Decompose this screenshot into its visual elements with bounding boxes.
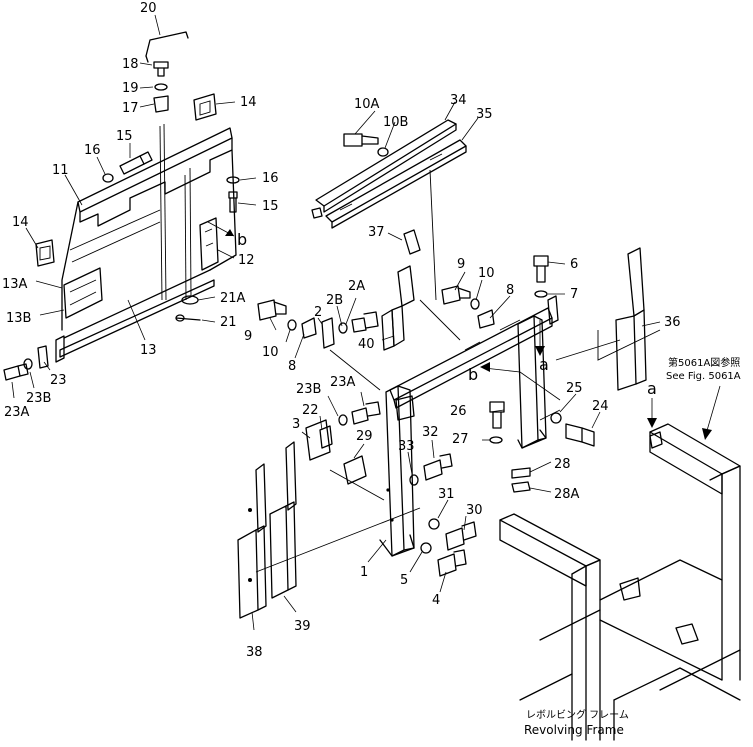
frame-leader-lines xyxy=(269,261,661,593)
label-26: 26 xyxy=(450,404,467,419)
label-27: 27 xyxy=(452,432,469,447)
label-21A: 21A xyxy=(220,291,246,306)
label-13A: 13A xyxy=(2,277,28,292)
frame-note-line2: Revolving Frame xyxy=(524,723,624,737)
label-23A-left: 23A xyxy=(4,405,30,420)
label-8-top: 8 xyxy=(506,283,514,298)
label-10-top: 10 xyxy=(478,266,495,281)
label-5: 5 xyxy=(400,573,408,588)
label-8-left: 8 xyxy=(288,359,296,374)
label-23B-left: 23B xyxy=(26,391,51,406)
label-11: 11 xyxy=(52,163,69,178)
label-19: 19 xyxy=(122,81,139,96)
label-7: 7 xyxy=(570,287,578,302)
label-15-left: 15 xyxy=(116,129,133,144)
revolving-frame xyxy=(499,329,741,741)
label-25: 25 xyxy=(566,381,583,396)
ref-note-line1: 第5061A図参照 xyxy=(668,356,740,369)
revolving-frame-note: レボルビング フレーム Revolving Frame xyxy=(524,708,629,737)
label-3: 3 xyxy=(292,417,300,432)
label-2B: 2B xyxy=(326,293,343,308)
label-b-frame: b xyxy=(468,365,478,384)
label-13B: 13B xyxy=(6,311,31,326)
label-21: 21 xyxy=(220,315,237,330)
label-a-revolving: a xyxy=(647,379,657,398)
label-40: 40 xyxy=(358,337,375,352)
label-20: 20 xyxy=(140,1,157,16)
label-16-left: 16 xyxy=(84,143,101,158)
label-4: 4 xyxy=(432,593,440,608)
label-2: 2 xyxy=(314,305,322,320)
label-23B: 23B xyxy=(296,382,321,397)
label-22: 22 xyxy=(302,403,319,418)
label-37: 37 xyxy=(368,225,385,240)
label-35: 35 xyxy=(476,107,493,122)
part-number-labels: 20 18 19 17 14 15 16 11 16 15 14 b 12 13… xyxy=(2,1,681,660)
label-29: 29 xyxy=(356,429,373,444)
label-15-right: 15 xyxy=(262,199,279,214)
vertical-brackets xyxy=(237,247,647,631)
label-10-left: 10 xyxy=(262,345,279,360)
label-24: 24 xyxy=(592,399,609,414)
label-14-top: 14 xyxy=(240,95,257,110)
label-18: 18 xyxy=(122,57,139,72)
left-leader-lines xyxy=(11,14,257,399)
label-a-frame: a xyxy=(539,355,549,374)
label-2A: 2A xyxy=(348,279,365,294)
label-1: 1 xyxy=(360,565,368,580)
label-9-top: 9 xyxy=(457,257,465,272)
label-12: 12 xyxy=(238,253,255,268)
label-33: 33 xyxy=(398,439,415,454)
label-23A: 23A xyxy=(330,375,356,390)
label-36: 36 xyxy=(664,315,681,330)
label-28: 28 xyxy=(554,457,571,472)
label-30: 30 xyxy=(466,503,483,518)
label-32: 32 xyxy=(422,425,439,440)
top-rails xyxy=(311,101,479,255)
label-38: 38 xyxy=(246,645,263,660)
ref-note-line2: See Fig. 5061A xyxy=(666,371,741,382)
label-10A: 10A xyxy=(354,97,380,112)
label-28A: 28A xyxy=(554,487,580,502)
label-39: 39 xyxy=(294,619,311,634)
label-13: 13 xyxy=(140,343,157,358)
label-6: 6 xyxy=(570,257,578,272)
reference-note: 第5061A図参照 See Fig. 5061A xyxy=(666,356,741,382)
label-23-left: 23 xyxy=(50,373,67,388)
label-14-left: 14 xyxy=(12,215,29,230)
label-31: 31 xyxy=(438,487,455,502)
label-9-left: 9 xyxy=(244,329,252,344)
label-16-right: 16 xyxy=(262,171,279,186)
label-34: 34 xyxy=(450,93,467,108)
left-panel-assembly xyxy=(3,31,240,381)
frame-note-line1: レボルビング フレーム xyxy=(526,708,629,721)
label-b-left: b xyxy=(237,230,247,249)
frame-hardware xyxy=(257,255,595,577)
label-10B: 10B xyxy=(383,115,408,130)
label-17: 17 xyxy=(122,101,139,116)
